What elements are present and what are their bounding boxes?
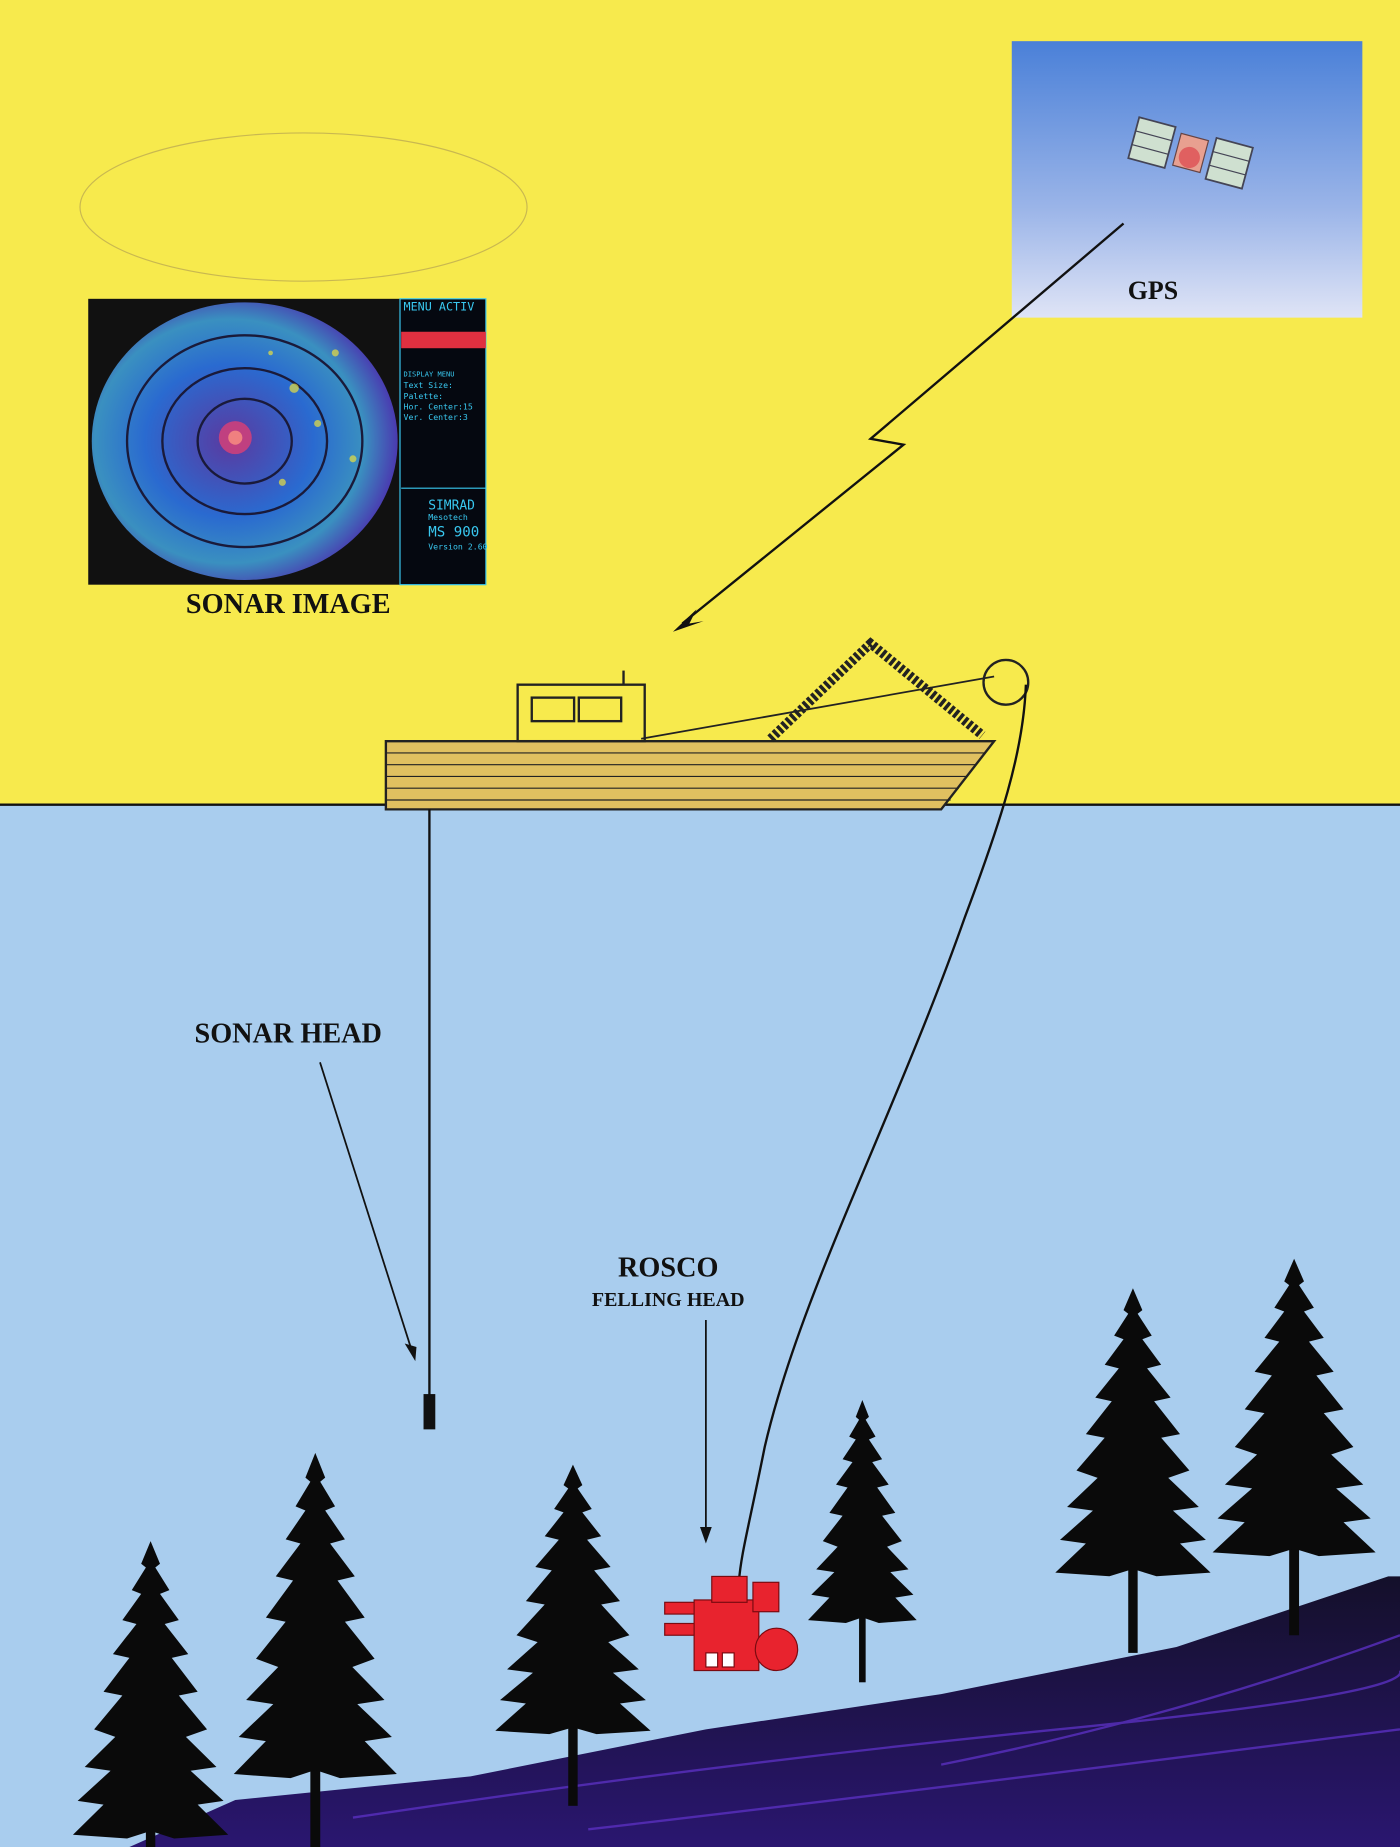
- sonar-head: [423, 1394, 436, 1430]
- sonar-sub-brand: Mesotech: [428, 512, 468, 522]
- sonar-image: MENU ACTIV DISPLAY MENU Text Size: Palet…: [88, 298, 488, 586]
- sonar-model: MS 900: [428, 524, 479, 540]
- felling-head-arrowhead: [700, 1527, 712, 1544]
- pulley: [982, 658, 1030, 706]
- sonar-version: Version 2.60: [428, 541, 487, 551]
- gps-panel: GPS: [1011, 41, 1363, 318]
- sonar-head-pointer: [319, 1062, 413, 1351]
- a-frame-crane: [767, 637, 986, 743]
- gps-label: GPS: [1128, 276, 1178, 305]
- boat: [384, 637, 1030, 811]
- felling-head-machine: [664, 1575, 799, 1672]
- felling-head-cable: [737, 684, 1028, 1583]
- sonar-display-menu: DISPLAY MENU: [404, 369, 455, 378]
- sonar-ver-center: Ver. Center:3: [404, 412, 468, 422]
- sonar-menu-title: MENU ACTIV: [404, 300, 475, 314]
- sonar-hor-center: Hor. Center:15: [404, 401, 473, 411]
- felling-head-label: FELLING HEAD: [592, 1289, 745, 1311]
- satellite-icon: [1127, 116, 1254, 190]
- rosco-label: ROSCO: [618, 1252, 718, 1283]
- sonar-head-label: SONAR HEAD: [195, 1018, 382, 1049]
- gps-signal-arrowhead: [672, 609, 704, 632]
- blank-oval: [79, 132, 528, 282]
- sonar-image-label: SONAR IMAGE: [186, 589, 391, 620]
- gps-signal-line: [681, 222, 1125, 625]
- sonar-brand: SIMRAD: [428, 498, 475, 513]
- sonar-palette: Palette:: [404, 391, 444, 401]
- sonar-head-arrowhead: [404, 1343, 417, 1362]
- sonar-text-size: Text Size:: [404, 380, 453, 390]
- lake-bottom: [129, 1576, 1400, 1847]
